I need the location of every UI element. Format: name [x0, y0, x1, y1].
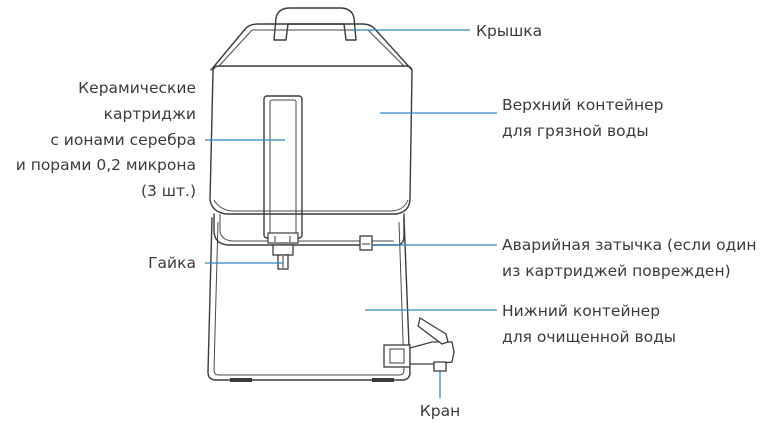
emergency-plug-shape — [359, 235, 373, 251]
label-emergency-plug-line-1: Аварийная затычка (если один — [502, 236, 756, 254]
lower-container-shape — [207, 217, 411, 382]
label-nut: Гайка — [148, 254, 196, 272]
label-lid: Крышка — [476, 22, 542, 40]
label-cartridges-line-2: картриджи — [104, 105, 196, 123]
label-cartridges-line-5: (3 шт.) — [141, 182, 196, 200]
label-cartridges-line-3: с ионами серебра — [50, 131, 196, 149]
label-tap: Кран — [420, 402, 460, 420]
label-emergency-plug-line-2: из картриджей поврежден) — [502, 262, 731, 280]
label-cartridges-line-4: и порами 0,2 микрона — [16, 156, 196, 174]
label-lower-container-line-2: для очищенной воды — [502, 328, 676, 346]
ceramic-cartridge-shape — [263, 95, 303, 244]
label-cartridges-line-1: Керамические — [78, 79, 196, 97]
nut-shape — [272, 244, 294, 270]
label-lower-container-line-1: Нижний контейнер — [502, 302, 660, 320]
upper-container-shape — [209, 65, 413, 246]
tap-shape — [383, 316, 455, 372]
label-upper-container-line-1: Верхний контейнер — [502, 96, 664, 114]
leader-lines — [205, 29, 497, 398]
lid-shape — [210, 7, 413, 71]
label-upper-container-line-2: для грязной воды — [502, 122, 649, 140]
